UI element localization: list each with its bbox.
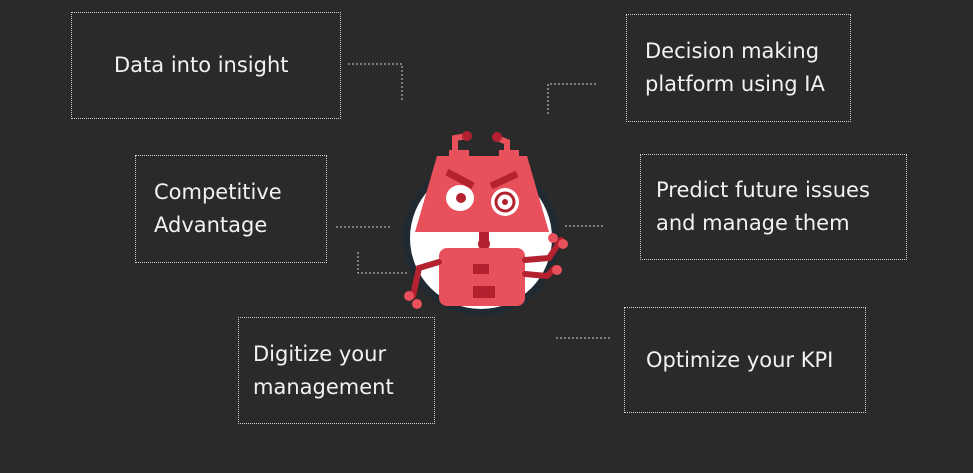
- robot-pupil-right: [502, 199, 508, 205]
- box-competitive-advantage: Competitive Advantage: [135, 155, 327, 263]
- label-optimize-kpi: Optimize your KPI: [646, 347, 834, 372]
- robot-panel-bottom: [473, 286, 495, 298]
- label-competitive-advantage: Competitive Advantage: [154, 180, 282, 237]
- robot-antenna-tip-left: [462, 131, 472, 141]
- robot-icon: [403, 131, 568, 316]
- box-optimize-kpi: Optimize your KPI: [624, 307, 866, 413]
- robot-eyebrow-left: [445, 168, 475, 190]
- robot-hand-right-top: [558, 239, 568, 249]
- box-data-into-insight: Data into insight: [71, 12, 341, 119]
- label-data-into-insight: Data into insight: [114, 53, 289, 77]
- robot-ear-left: [449, 150, 469, 160]
- connector-data-insight: [348, 63, 403, 100]
- box-digitize-management: Digitize your management: [238, 317, 435, 424]
- robot-body: [439, 248, 525, 306]
- robot-pupil-left: [456, 193, 466, 203]
- label-predict-future-issues: Predict future issues and manage them: [656, 178, 870, 235]
- box-predict-future-issues: Predict future issues and manage them: [640, 154, 907, 260]
- robot-eye-right-ring: [494, 191, 516, 213]
- connector-decision-platform: [547, 83, 596, 116]
- robot-eyebrow-right: [489, 170, 519, 190]
- connector-competitive-advantage-lower: [357, 252, 408, 274]
- robot-neck-joint: [478, 238, 490, 250]
- robot-head: [415, 156, 549, 232]
- label-decision-making: Decision making platform using IA: [645, 39, 825, 96]
- box-decision-making: Decision making platform using IA: [626, 14, 851, 122]
- label-digitize-management: Digitize your management: [253, 341, 394, 399]
- robot-panel-top: [473, 264, 489, 274]
- robot-ear-right: [499, 150, 519, 160]
- robot-hand-left-2: [412, 299, 422, 309]
- robot-hand-left: [404, 291, 414, 301]
- robot-hand-right-upper: [548, 233, 558, 243]
- robot-hand-right-low: [552, 265, 562, 275]
- robot-antenna-tip-right: [492, 132, 502, 142]
